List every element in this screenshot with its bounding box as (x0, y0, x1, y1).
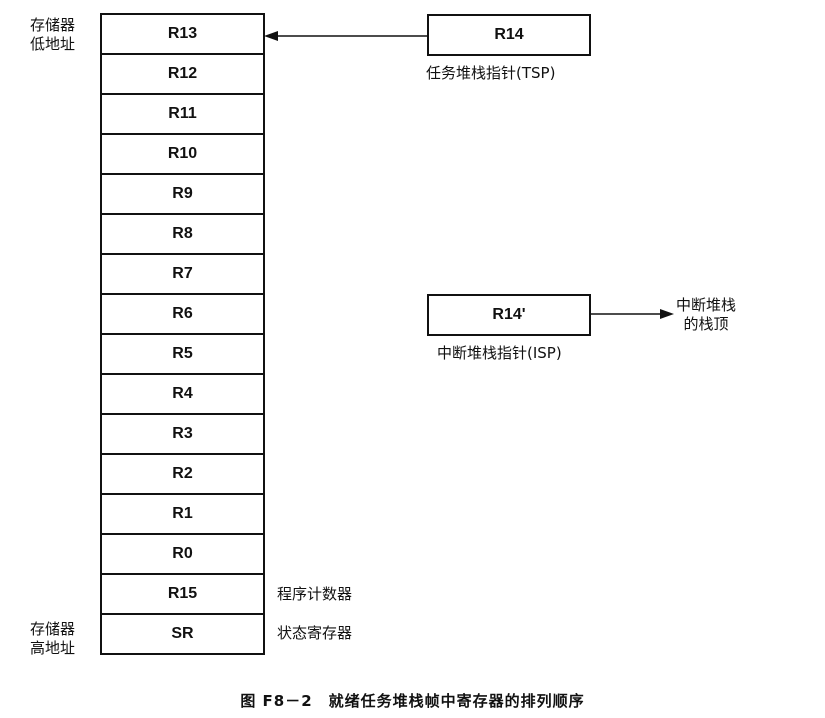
isp-box: R14' (427, 294, 591, 336)
register-cell: R5 (100, 334, 265, 374)
memory-low-line1: 存储器 (30, 16, 76, 34)
register-cell: R15 (100, 574, 265, 614)
figure-caption: 图 F8－2 就绪任务堆栈帧中寄存器的排列顺序 (240, 692, 585, 710)
memory-low-line2: 低地址 (30, 35, 76, 53)
register-cell: R1 (100, 494, 265, 534)
register-stack: R13 R12 R11 R10 R9 R8 R7 R6 R5 R4 R3 R2 … (100, 13, 265, 655)
tsp-caption: 任务堆栈指针(TSP) (426, 64, 556, 82)
memory-low-address-label: 存储器 低地址 (30, 16, 75, 54)
isp-caption: 中断堆栈指针(ISP) (437, 344, 562, 362)
pc-label: 程序计数器 (277, 585, 353, 603)
register-cell: R4 (100, 374, 265, 414)
register-cell: R12 (100, 54, 265, 94)
register-cell: R11 (100, 94, 265, 134)
tsp-arrow-head (264, 31, 278, 41)
memory-high-address-label: 存储器 高地址 (30, 620, 75, 658)
interrupt-stack-top-label: 中断堆栈 的栈顶 (676, 296, 736, 334)
register-cell: R9 (100, 174, 265, 214)
isp-arrow-head (660, 309, 674, 319)
register-cell: R2 (100, 454, 265, 494)
register-cell: R7 (100, 254, 265, 294)
register-cell: R8 (100, 214, 265, 254)
interrupt-stack-line1: 中断堆栈 (676, 296, 737, 314)
memory-high-line2: 高地址 (30, 639, 76, 657)
sr-label: 状态寄存器 (277, 624, 353, 642)
register-cell: R10 (100, 134, 265, 174)
register-cell: R13 (100, 13, 265, 54)
memory-high-line1: 存储器 (30, 620, 76, 638)
register-cell: R3 (100, 414, 265, 454)
interrupt-stack-line2: 的栈顶 (683, 315, 729, 333)
register-cell: R0 (100, 534, 265, 574)
register-cell: R6 (100, 294, 265, 334)
register-cell: SR (100, 614, 265, 655)
tsp-box: R14 (427, 14, 591, 56)
